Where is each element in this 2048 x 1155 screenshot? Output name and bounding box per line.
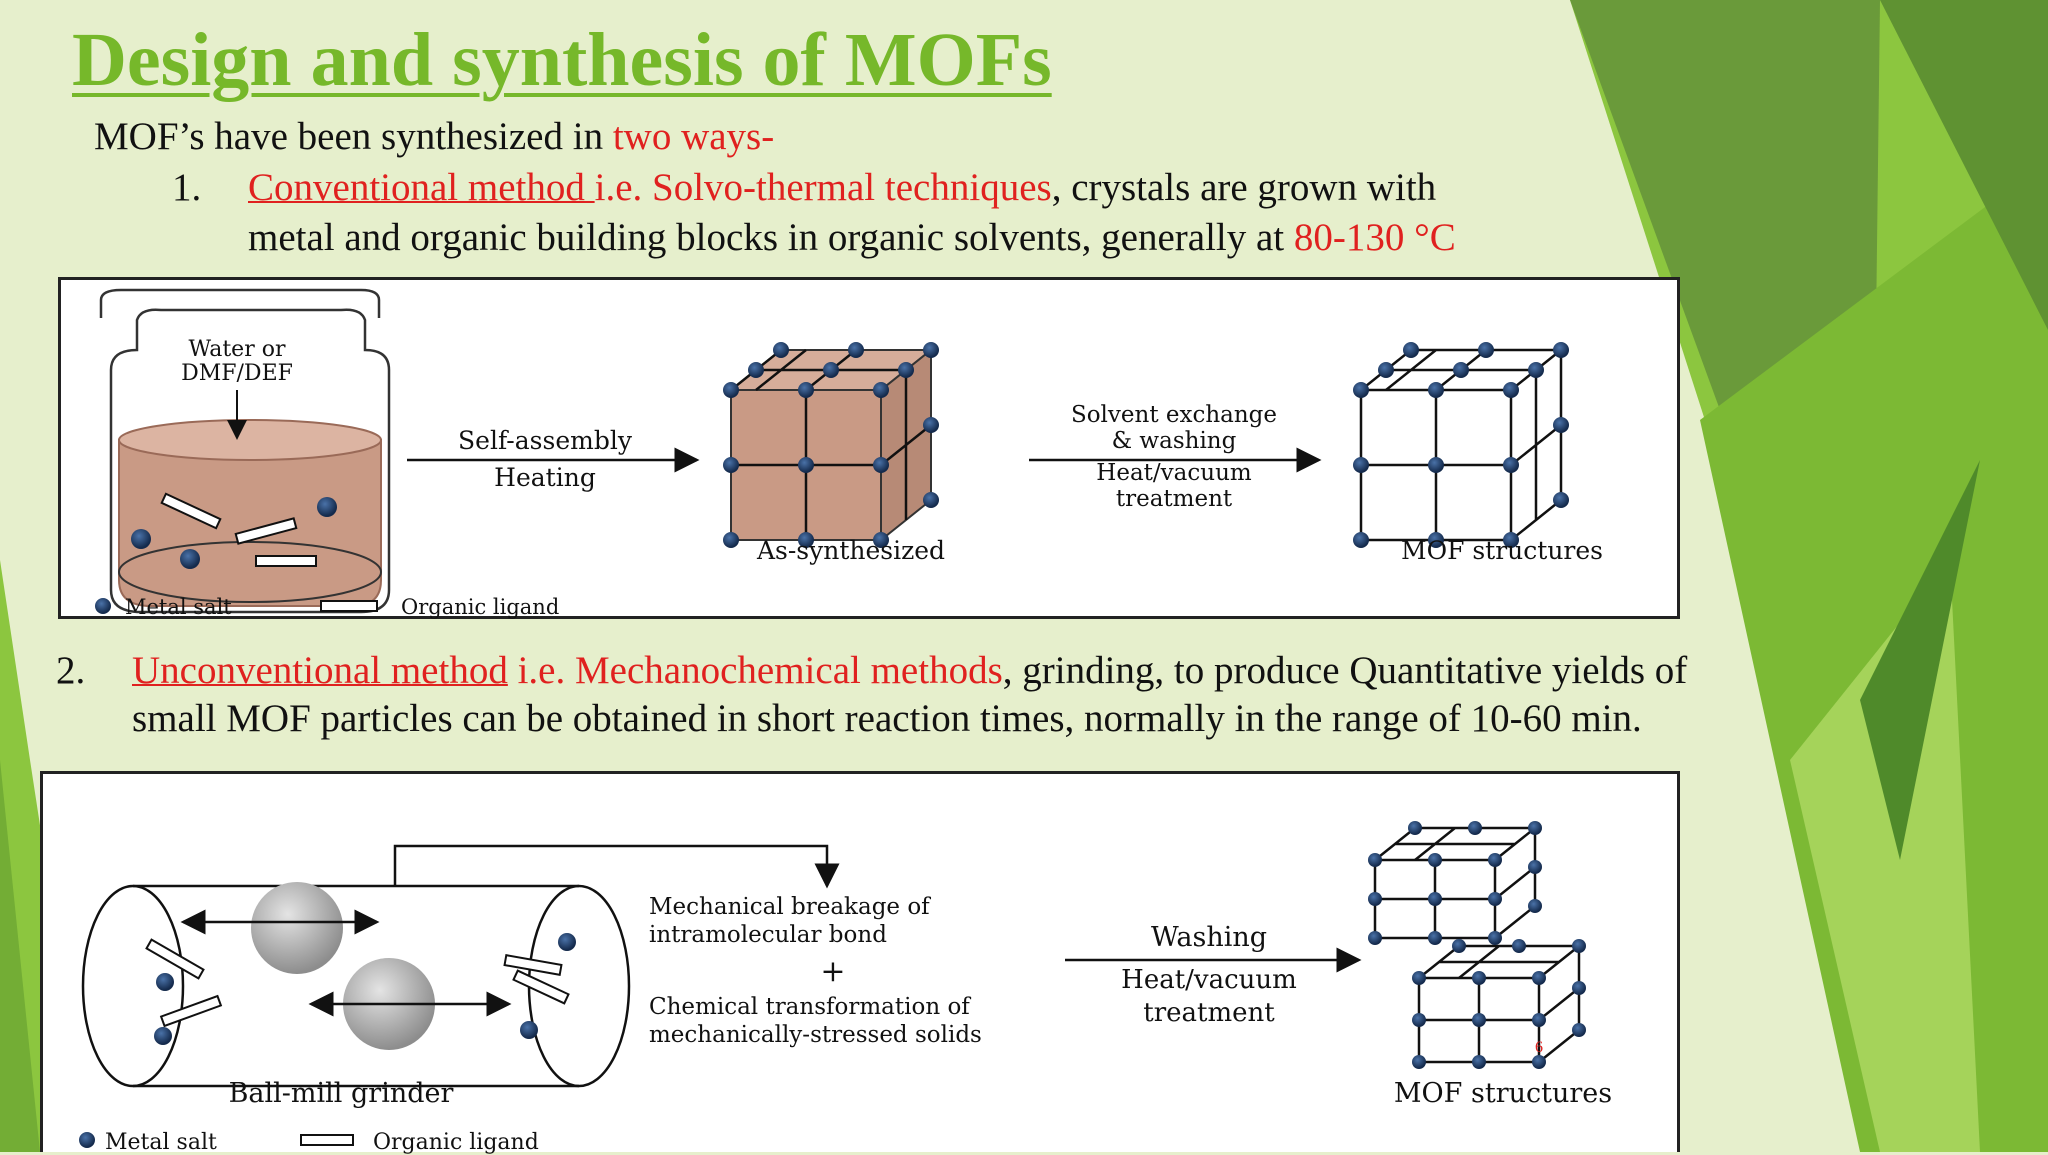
item1-line2-text: metal and organic building blocks in org… [248,216,1294,259]
plus-sign: + [820,954,845,989]
effect2-line2: mechanically-stressed solids [649,1022,982,1048]
effect1-line2: intramolecular bond [649,922,887,948]
intro-highlight: two ways- [612,115,775,158]
item2-number: 2. [56,649,86,692]
product2-label: MOF structures [1401,536,1603,565]
item1-number: 1. [172,166,202,209]
item1-temperature: 80-130 °C [1293,216,1456,259]
solvothermal-figure: Water or DMF/DEF Self-assembly Heating A… [58,277,1680,619]
page-marker: 6 [1535,1039,1543,1056]
item2-rest: , grinding, to produce Quantitative yiel… [1002,649,1688,692]
item2-method: Unconventional method [132,649,508,692]
step-label-1: Washing [1151,922,1267,953]
step1-bottom-label: Heating [494,463,596,492]
slide-title: Design and synthesis of MOFs [72,18,1052,102]
effect1-line1: Mechanical breakage of [649,894,931,920]
reaction-jar [99,288,391,614]
ball-mill-cylinder [81,844,840,1088]
metal-salt-legend-icon-2 [79,1132,95,1148]
intro-text: MOF’s have been synthesized in [94,115,613,158]
step2-label-1: Solvent exchange [1071,402,1277,428]
legend-organic-ligand: Organic ligand [401,595,559,619]
product1-label: As-synthesized [756,536,945,565]
as-synthesized-crystal [723,342,939,548]
effect2-line1: Chemical transformation of [649,994,971,1020]
organic-ligand-legend-icon-2 [300,1134,354,1146]
mof-structure-3 [1417,944,1581,1064]
step2-label-2: & washing [1112,428,1237,454]
mof-structure-1 [1353,342,1569,548]
grinder-label: Ball-mill grinder [229,1078,454,1109]
item2-technique: i.e. Mechanochemical methods [507,649,1003,692]
item1-line1: Conventional method i.e. Solvo-thermal t… [248,163,1436,213]
solvent-label-2: DMF/DEF [181,361,293,386]
intro-line: MOF’s have been synthesized in two ways- [94,112,774,162]
legend2-organic-ligand: Organic ligand [373,1130,539,1155]
item2-line2: small MOF particles can be obtained in s… [132,697,1642,740]
item1-method: Conventional method [248,166,595,209]
legend-metal-salt: Metal salt [125,595,232,619]
item1-line2: metal and organic building blocks in org… [248,213,1456,263]
item1-technique: i.e. Solvo-thermal techniques [594,166,1052,209]
step2-label-3: Heat/vacuum [1096,460,1252,486]
step2-label-4: treatment [1116,486,1233,512]
step-label-2: Heat/vacuum [1121,965,1297,995]
step1-top-label: Self-assembly [458,426,633,455]
item1-rest: , crystals are grown with [1051,166,1437,209]
solvent-label-1: Water or [189,337,286,362]
metal-salt-legend-icon [95,598,111,614]
organic-ligand-legend-icon [320,600,378,612]
legend2-metal-salt: Metal salt [105,1130,217,1155]
item2-line1: Unconventional method i.e. Mechanochemic… [132,646,1687,696]
product-label: MOF structures [1394,1078,1612,1109]
step-label-3: treatment [1143,998,1275,1028]
mof-structure-2 [1373,826,1537,940]
mechanochemical-figure: Ball-mill grinder Mechanical breakage of… [40,771,1680,1155]
